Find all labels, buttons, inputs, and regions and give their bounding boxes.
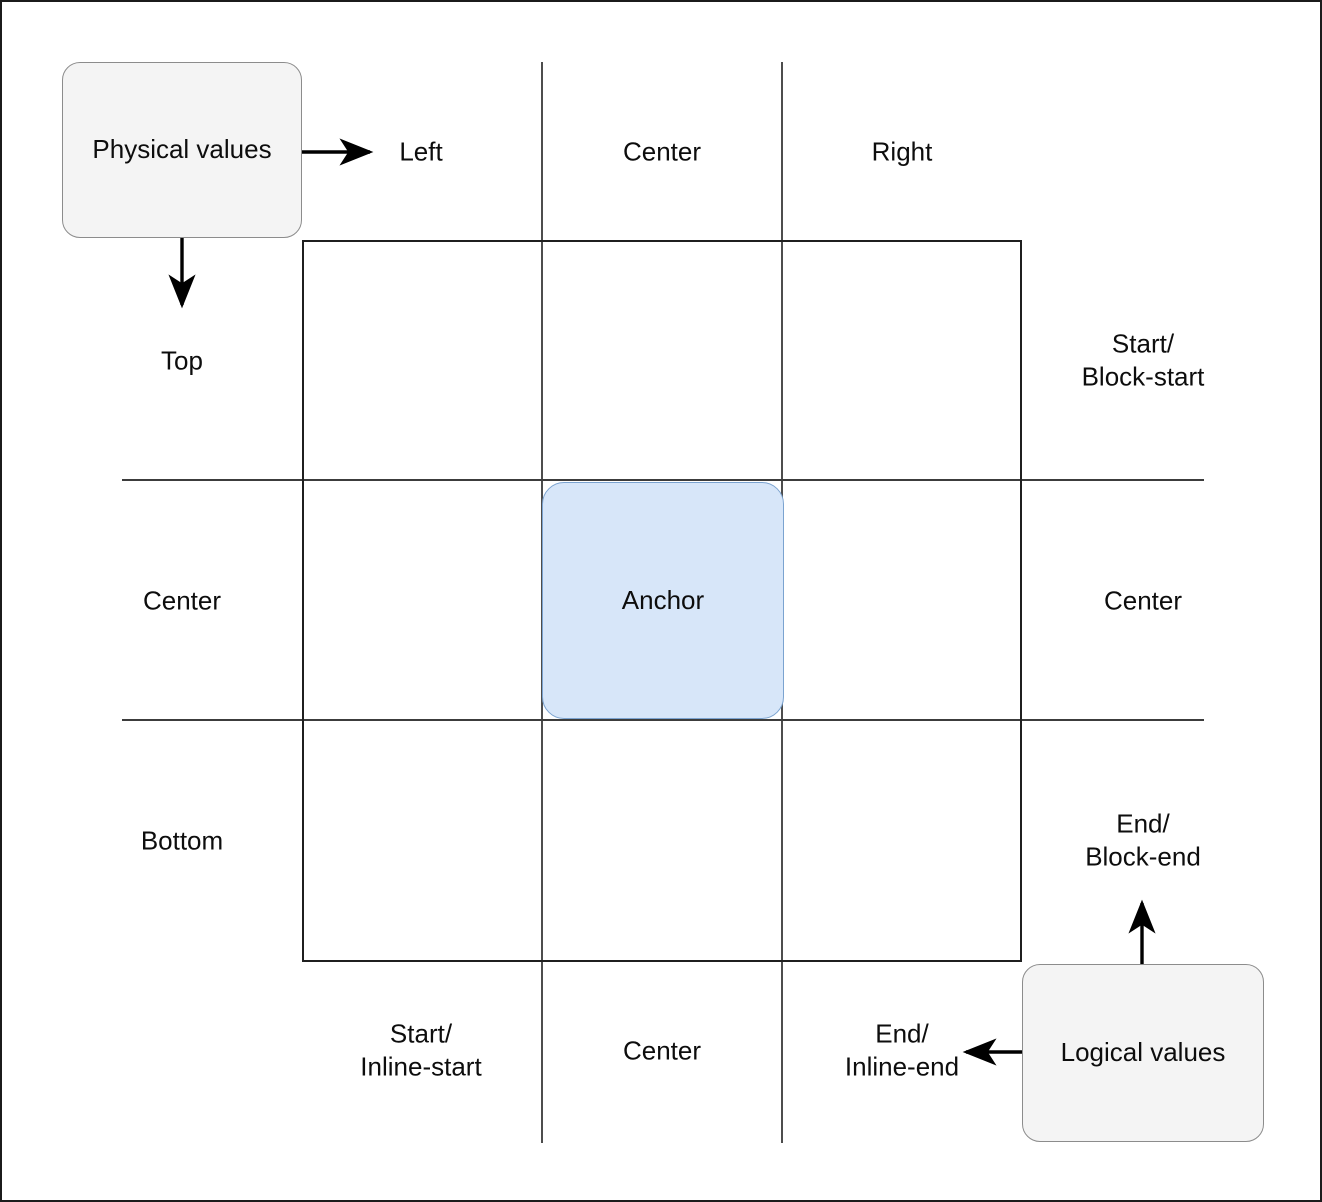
bottom-label-center: Center [622,1035,702,1066]
top-label-left: Left [399,136,443,167]
top-label-center: Center [622,136,702,167]
grid-rectangle [302,240,1022,962]
physical-values-label: Physical values [92,134,272,165]
grid-horizontal-line-top [122,479,1204,481]
anchor-label: Anchor [621,585,705,615]
left-label-center: Center [142,585,222,616]
left-label-top: Top [161,345,203,376]
bottom-label-end-inline-end: End/ Inline-end [844,1018,960,1082]
right-label-center: Center [1103,585,1183,616]
logical-values-label: Logical values [1060,1037,1226,1068]
top-label-right: Right [871,136,933,167]
anchor-box[interactable]: Anchor [542,482,784,719]
bottom-label-start-inline-start: Start/ Inline-start [360,1018,482,1082]
right-label-end-block-end: End/ Block-end [1085,808,1201,872]
logical-values-box[interactable]: Logical values [1022,964,1264,1142]
right-label-start-block-start: Start/ Block-start [1081,328,1205,392]
physical-values-box[interactable]: Physical values [62,62,302,238]
grid-horizontal-line-bottom [122,719,1204,721]
left-label-bottom: Bottom [140,825,224,856]
